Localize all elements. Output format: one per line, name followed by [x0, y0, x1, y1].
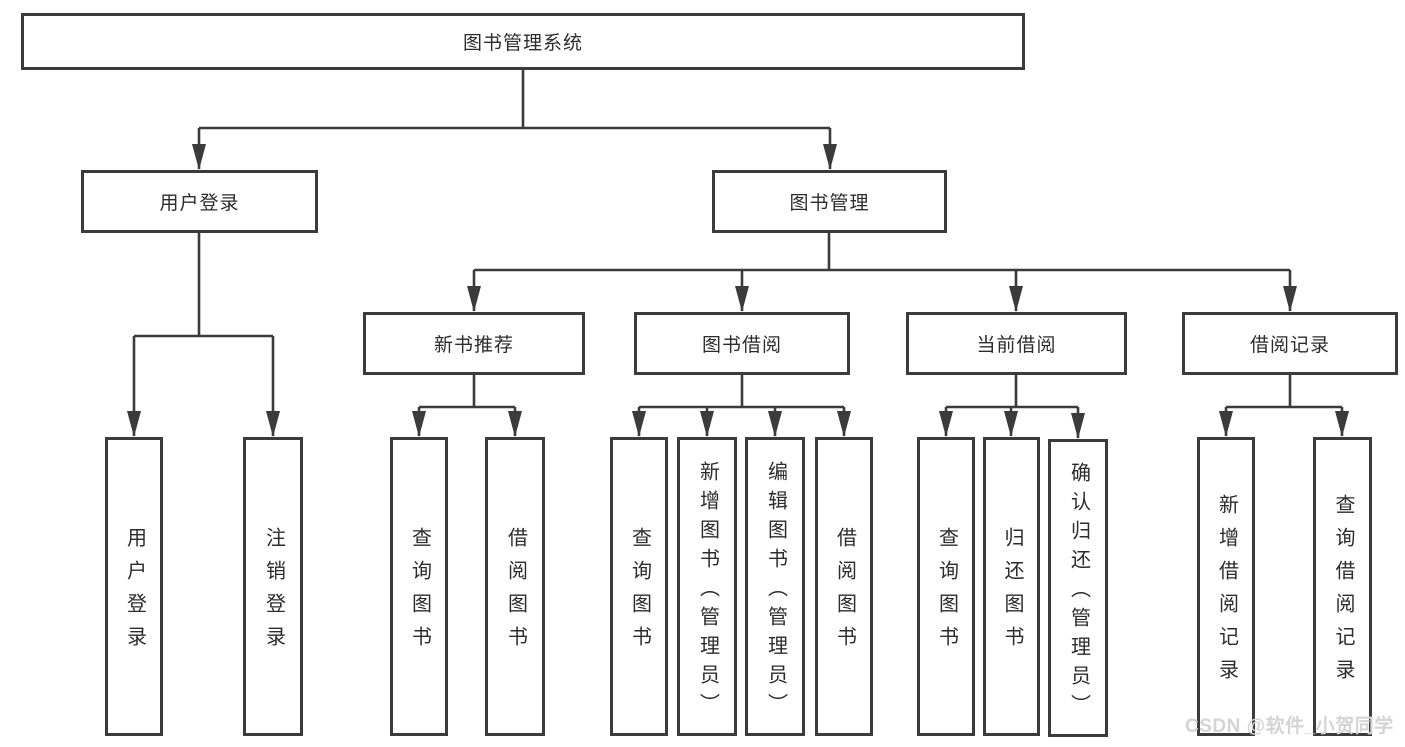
leaf-query-books-1: 查询图书 [390, 437, 448, 736]
leaf-query-books-2: 查询图书 [610, 437, 668, 736]
leaf-query-books-3-label: 查询图书 [935, 527, 958, 659]
leaf-user-login-label: 用户登录 [123, 527, 146, 659]
node-current-borrow: 当前借阅 [906, 312, 1127, 375]
node-book-management: 图书管理 [712, 170, 947, 233]
leaf-confirm-return-admin: 确认归还（管理员） [1048, 439, 1108, 737]
connector-new-book-recommend-to-leaves [412, 375, 522, 437]
node-book-management-label: 图书管理 [789, 193, 870, 214]
leaf-add-book-admin-label: 新增图书（管理员） [696, 460, 719, 722]
connector-borrow-records-to-leaves [1219, 375, 1349, 437]
node-user-login-label: 用户登录 [159, 193, 240, 214]
watermark: CSDN @软件_小贺同学 [1185, 716, 1394, 737]
node-book-borrow-label: 图书借阅 [701, 335, 782, 356]
leaf-logout: 注销登录 [243, 437, 303, 736]
connector-current-borrow-to-leaves [939, 375, 1085, 439]
leaf-confirm-return-admin-label: 确认归还（管理员） [1067, 462, 1090, 723]
leaf-add-book-admin: 新增图书（管理员） [677, 437, 737, 736]
leaf-borrow-books-2: 借阅图书 [815, 437, 873, 736]
leaf-query-books-2-label: 查询图书 [628, 527, 651, 659]
leaf-user-login: 用户登录 [105, 437, 163, 736]
leaf-edit-book-admin-label: 编辑图书（管理员） [764, 460, 787, 722]
leaf-query-borrow-record-label: 查询借阅记录 [1332, 494, 1354, 692]
leaf-add-borrow-record-label: 新增借阅记录 [1215, 494, 1238, 692]
leaf-return-books-label: 归还图书 [1001, 527, 1023, 659]
leaf-add-borrow-record: 新增借阅记录 [1197, 437, 1255, 736]
leaf-query-books-1-label: 查询图书 [408, 527, 431, 659]
connector-book-borrow-to-leaves [632, 375, 851, 437]
node-current-borrow-label: 当前借阅 [976, 335, 1057, 356]
node-root-label: 图书管理系统 [462, 33, 583, 54]
node-new-book-recommend-label: 新书推荐 [433, 335, 514, 356]
node-borrow-records: 借阅记录 [1182, 312, 1398, 375]
leaf-borrow-books-2-label: 借阅图书 [833, 527, 856, 659]
node-book-borrow: 图书借阅 [634, 312, 850, 375]
leaf-borrow-books-1: 借阅图书 [485, 437, 545, 736]
leaf-query-books-3: 查询图书 [917, 437, 975, 736]
leaf-logout-label: 注销登录 [262, 527, 285, 659]
leaf-return-books: 归还图书 [983, 437, 1040, 736]
connector-book-management-to-level3 [467, 233, 1297, 312]
node-root: 图书管理系统 [21, 13, 1025, 70]
leaf-edit-book-admin: 编辑图书（管理员） [745, 437, 805, 736]
node-user-login: 用户登录 [81, 170, 318, 233]
connector-user-login-to-leaves [127, 233, 280, 437]
node-borrow-records-label: 借阅记录 [1249, 335, 1330, 356]
connector-root-to-level2 [192, 70, 837, 170]
node-new-book-recommend: 新书推荐 [363, 312, 585, 375]
leaf-borrow-books-1-label: 借阅图书 [504, 527, 527, 659]
leaf-query-borrow-record: 查询借阅记录 [1313, 437, 1372, 736]
